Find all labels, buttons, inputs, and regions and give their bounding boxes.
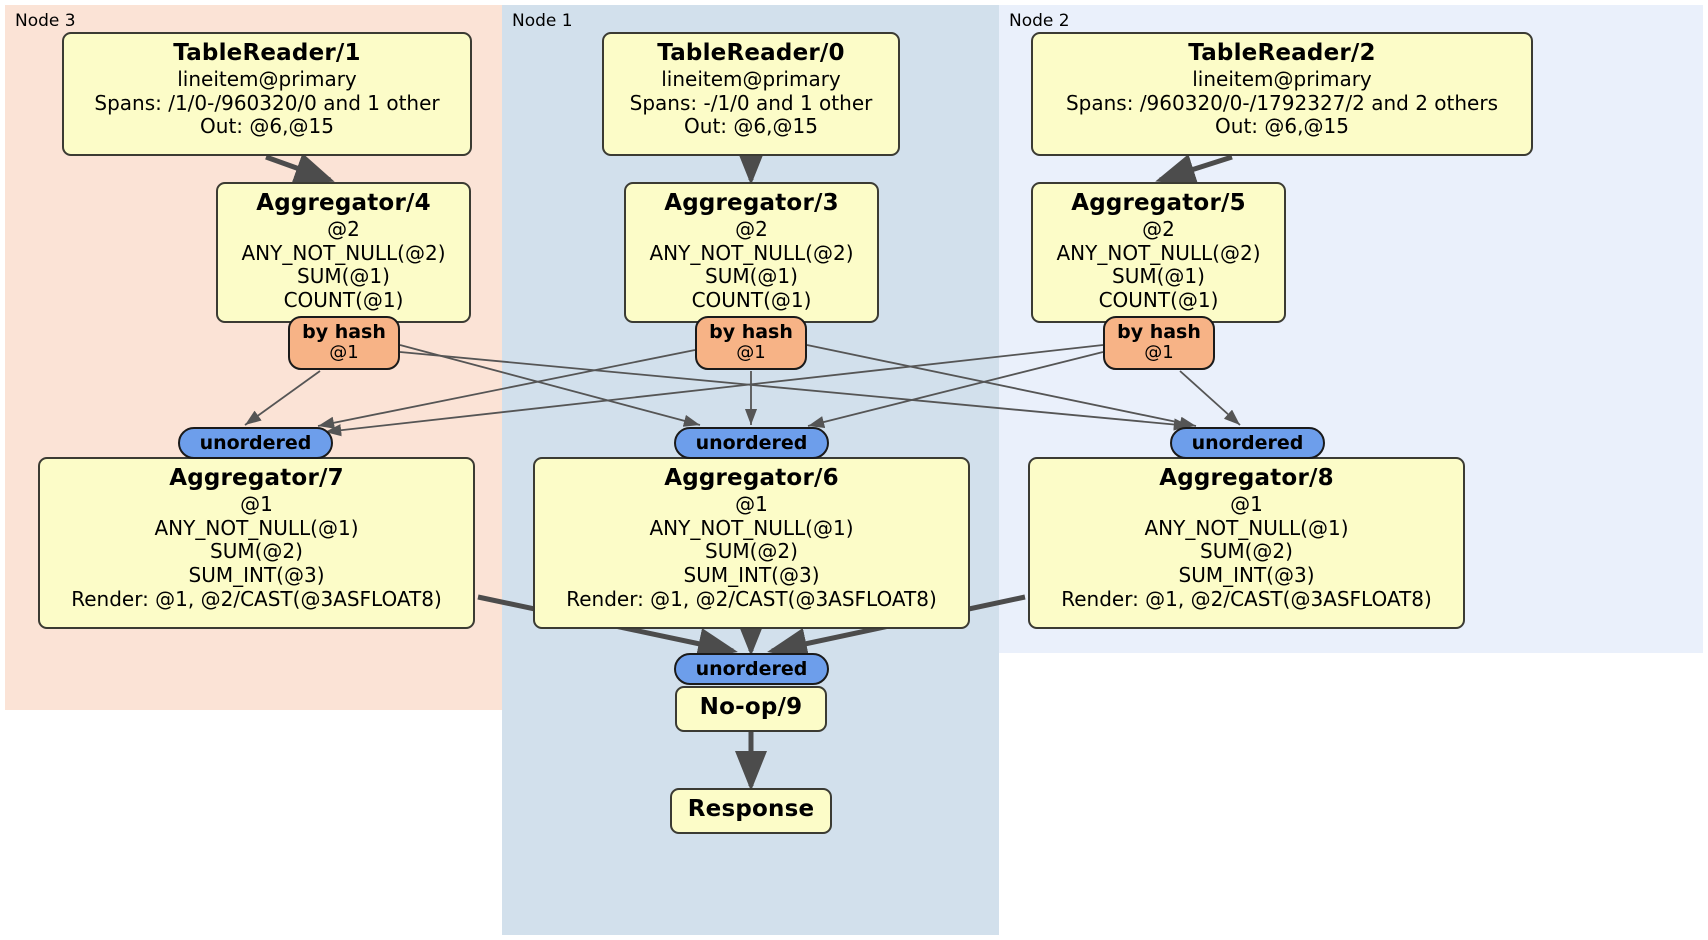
processor-detail: SUM(@2)	[1200, 539, 1293, 564]
processor-detail: SUM_INT(@3)	[188, 562, 325, 587]
processor-detail: Spans: /1/0-/960320/0 and 1 other	[94, 90, 440, 115]
processor-title: Response	[687, 796, 815, 822]
hash-router-label: by hash	[302, 321, 386, 343]
unordered-label: unordered	[1191, 431, 1304, 454]
hash-router-pill[interactable]: by hash@1	[695, 316, 807, 370]
hash-router-pill[interactable]: by hash@1	[288, 316, 400, 370]
unordered-synchronizer-pill[interactable]: unordered	[1170, 427, 1325, 459]
processor-detail: Render: @1, @2/CAST(@3ASFLOAT8)	[1061, 586, 1432, 611]
processor-title: TableReader/2	[1188, 40, 1376, 66]
hash-router-column: @1	[736, 341, 766, 363]
unordered-label: unordered	[695, 657, 808, 680]
processor-title: TableReader/1	[173, 40, 361, 66]
processor-title: Aggregator/7	[169, 465, 344, 491]
processor-detail: SUM(@2)	[705, 539, 798, 564]
processor-title: Aggregator/8	[1159, 465, 1334, 491]
hash-router-label: by hash	[1117, 321, 1201, 343]
processor-detail: Spans: /960320/0-/1792327/2 and 2 others	[1065, 90, 1498, 115]
processor-detail: SUM(@1)	[705, 264, 798, 289]
processor-detail: SUM(@1)	[297, 264, 390, 289]
hash-router-column: @1	[1144, 341, 1174, 363]
processor-detail: ANY_NOT_NULL(@2)	[1056, 240, 1261, 265]
processor-detail: @1	[1230, 492, 1263, 517]
processor-title: Aggregator/3	[664, 190, 839, 216]
processor-title: TableReader/0	[657, 40, 845, 66]
processor-detail: COUNT(@1)	[691, 287, 812, 312]
processor-detail: Out: @6,@15	[684, 114, 818, 139]
unordered-label: unordered	[199, 431, 312, 454]
processor-detail: @2	[735, 217, 768, 242]
processor-detail: Render: @1, @2/CAST(@3ASFLOAT8)	[566, 586, 937, 611]
unordered-synchronizer-pill[interactable]: unordered	[674, 653, 829, 685]
processor-noop9[interactable]: No-op/9	[675, 686, 827, 733]
processor-detail: lineitem@primary	[1192, 67, 1372, 92]
hash-router-pill[interactable]: by hash@1	[1103, 316, 1215, 370]
processor-detail: @1	[735, 492, 768, 517]
processor-title: Aggregator/6	[664, 465, 839, 491]
processor-response[interactable]: Response	[670, 788, 832, 835]
processor-detail: Out: @6,@15	[200, 114, 334, 139]
processor-detail: lineitem@primary	[661, 67, 841, 92]
processor-detail: Out: @6,@15	[1215, 114, 1349, 139]
processor-detail: SUM(@1)	[1112, 264, 1205, 289]
processor-detail: ANY_NOT_NULL(@2)	[649, 240, 854, 265]
processor-detail: ANY_NOT_NULL(@1)	[649, 515, 854, 540]
unordered-label: unordered	[695, 431, 808, 454]
node-label: Node 3	[15, 11, 76, 31]
unordered-synchronizer-pill[interactable]: unordered	[178, 427, 333, 459]
processor-detail: ANY_NOT_NULL(@1)	[154, 515, 359, 540]
processor-detail: @2	[327, 217, 360, 242]
processor-title: Aggregator/4	[256, 190, 431, 216]
processor-detail: SUM_INT(@3)	[1178, 562, 1315, 587]
node-label: Node 1	[512, 11, 573, 31]
processor-detail: ANY_NOT_NULL(@2)	[241, 240, 446, 265]
processor-detail: COUNT(@1)	[1098, 287, 1219, 312]
processor-detail: lineitem@primary	[177, 67, 357, 92]
processor-detail: COUNT(@1)	[283, 287, 404, 312]
processor-detail: @2	[1142, 217, 1175, 242]
processor-title: No-op/9	[699, 694, 803, 720]
hash-router-column: @1	[329, 341, 359, 363]
hash-router-label: by hash	[709, 321, 793, 343]
node-label: Node 2	[1009, 11, 1070, 31]
unordered-synchronizer-pill[interactable]: unordered	[674, 427, 829, 459]
processor-title: Aggregator/5	[1071, 190, 1246, 216]
processor-detail: Render: @1, @2/CAST(@3ASFLOAT8)	[71, 586, 442, 611]
processor-detail: SUM(@2)	[210, 539, 303, 564]
processor-detail: @1	[240, 492, 273, 517]
processor-detail: ANY_NOT_NULL(@1)	[1144, 515, 1349, 540]
processor-detail: Spans: -/1/0 and 1 other	[629, 90, 873, 115]
processor-detail: SUM_INT(@3)	[683, 562, 820, 587]
